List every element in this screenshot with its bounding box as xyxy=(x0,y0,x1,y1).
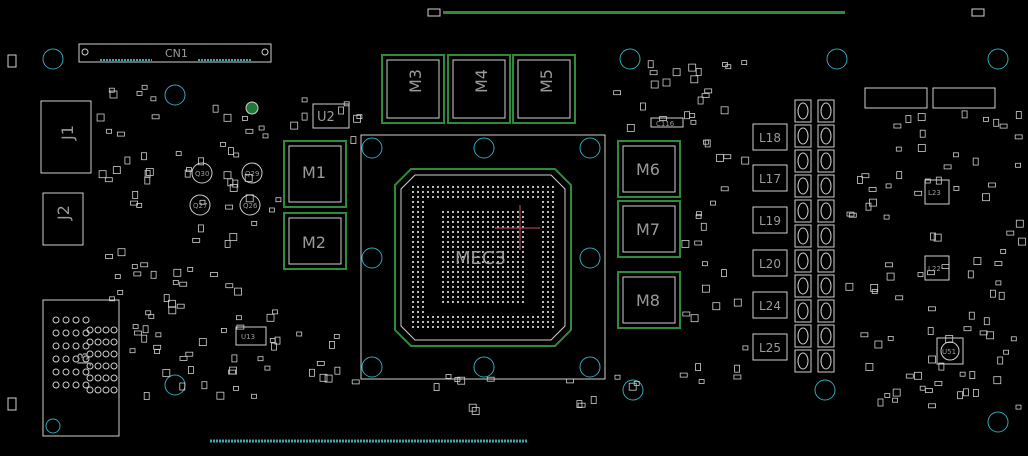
inductor-l23: L23 xyxy=(924,179,950,205)
svg-text:L22: L22 xyxy=(928,265,941,273)
svg-text:M1: M1 xyxy=(302,163,326,182)
svg-text:C116: C116 xyxy=(656,120,675,128)
gpu-mec3: MEC3 xyxy=(360,134,606,380)
inductor-l18: L18 xyxy=(752,123,788,151)
svg-text:Q30: Q30 xyxy=(195,170,209,178)
memory-m8: M8 xyxy=(617,271,681,329)
u51-chip: U51 xyxy=(936,337,964,365)
mosfet-columns xyxy=(794,99,835,373)
j2-label: J2 xyxy=(54,205,73,221)
svg-text:L24: L24 xyxy=(759,299,781,313)
svg-text:M4: M4 xyxy=(472,69,491,93)
svg-text:Q27: Q27 xyxy=(193,202,207,210)
memory-m2: M2 xyxy=(283,212,347,270)
j3-label: J3 xyxy=(76,352,92,366)
memory-m3: M3 xyxy=(381,54,445,124)
inductor-l24: L24 xyxy=(752,291,788,319)
j3-connector: J3 xyxy=(42,299,120,437)
svg-text:U13: U13 xyxy=(241,333,255,341)
svg-text:L23: L23 xyxy=(928,189,941,197)
c116-capacitor: C116 xyxy=(650,117,684,128)
memory-m4: M4 xyxy=(447,54,511,124)
cn1-connector: CN1 xyxy=(78,43,272,63)
inductor-l20: L20 xyxy=(752,249,788,277)
svg-text:U2: U2 xyxy=(317,110,335,125)
svg-text:L17: L17 xyxy=(759,172,781,186)
svg-text:L18: L18 xyxy=(759,131,781,145)
cn1-label: CN1 xyxy=(165,47,188,60)
svg-text:L20: L20 xyxy=(759,257,781,271)
memory-m5: M5 xyxy=(512,54,576,124)
inductor-l25: L25 xyxy=(752,333,788,361)
memory-m1: M1 xyxy=(283,140,347,208)
j1-connector: J1 xyxy=(40,100,92,174)
svg-text:M6: M6 xyxy=(636,160,660,179)
memory-chips: M1 M2 M3 M4 M5 M6 M7 xyxy=(283,54,681,329)
svg-text:M2: M2 xyxy=(302,233,326,252)
j2-connector: J2 xyxy=(42,192,84,246)
svg-text:L25: L25 xyxy=(759,341,781,355)
q27-transistor: Q27 xyxy=(189,194,211,216)
u13-chip: U13 xyxy=(235,326,267,346)
u2-chip: U2 xyxy=(312,103,350,129)
inductor-l17: L17 xyxy=(752,164,788,192)
svg-text:M3: M3 xyxy=(406,69,425,93)
inductor-l19: L19 xyxy=(752,206,788,234)
svg-text:M8: M8 xyxy=(636,291,660,310)
svg-text:Q26: Q26 xyxy=(243,202,258,210)
top-edge-trace xyxy=(443,11,845,14)
memory-m7: M7 xyxy=(617,200,681,258)
svg-text:U51: U51 xyxy=(942,348,956,356)
j1-label: J1 xyxy=(58,125,77,141)
svg-text:M7: M7 xyxy=(636,220,660,239)
smd-parts xyxy=(96,60,1026,415)
mec3-label: MEC3 xyxy=(455,248,506,269)
svg-text:M5: M5 xyxy=(537,69,556,93)
svg-text:L19: L19 xyxy=(759,214,781,228)
memory-m6: M6 xyxy=(617,140,681,198)
q30-transistor: Q30 xyxy=(191,162,213,184)
